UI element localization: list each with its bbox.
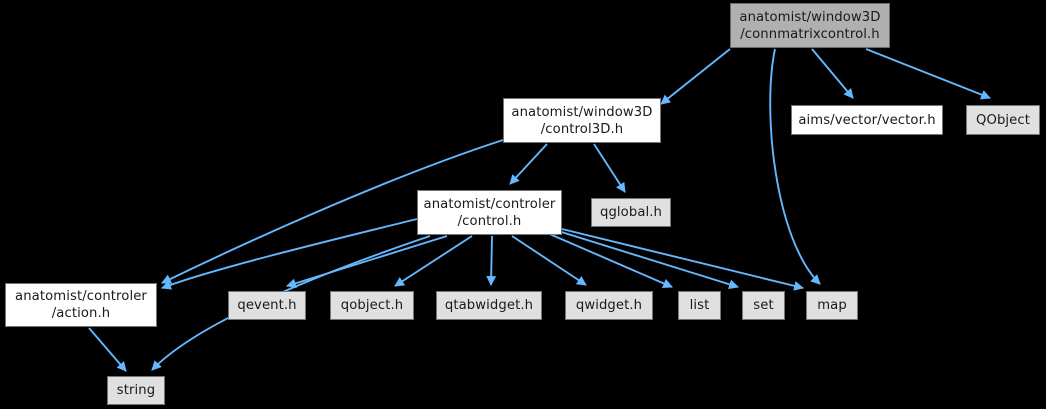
node-label-line1: QObject: [975, 112, 1031, 128]
node-label-line1: anatomist/window3D: [511, 104, 653, 120]
node-label-line1: map: [817, 298, 847, 313]
node-control3D[interactable]: anatomist/window3D/control3D.h: [503, 98, 661, 143]
node-label-line2: /connmatrixcontrol.h: [740, 26, 880, 42]
edge-control-to-action: [161, 218, 418, 290]
node-label-line1: anatomist/controler: [423, 196, 556, 212]
node-qobject_h[interactable]: qobject.h: [330, 291, 414, 320]
node-label-line1: set: [753, 298, 774, 313]
edge-control-to-qevent: [286, 235, 448, 289]
node-list[interactable]: list: [678, 291, 721, 320]
node-label-line2: /control.h: [457, 213, 522, 229]
edge-connmatrixcontrol-to-aimsvector: [811, 48, 854, 99]
edge-action-to-string: [88, 327, 127, 372]
edge-control3D-to-action: [161, 139, 504, 284]
node-label-line2: /control3D.h: [540, 121, 624, 137]
node-qwidget[interactable]: qwidget.h: [565, 291, 653, 320]
node-label-line1: list: [689, 298, 710, 313]
node-label-line1: qobject.h: [340, 298, 404, 313]
node-connmatrixcontrol[interactable]: anatomist/window3D/connmatrixcontrol.h: [730, 3, 890, 48]
node-qobject_class[interactable]: QObject: [966, 105, 1040, 135]
node-label-line1: qwidget.h: [575, 298, 643, 313]
edge-control3D-to-control: [509, 143, 548, 185]
edge-control-to-map: [561, 228, 804, 291]
edge-connmatrixcontrol-to-qobject_class: [865, 48, 991, 100]
node-map[interactable]: map: [806, 291, 858, 320]
node-set[interactable]: set: [742, 291, 785, 320]
node-action[interactable]: anatomist/controler/action.h: [5, 283, 157, 327]
node-label-line1: aims/vector/vector.h: [798, 112, 936, 128]
edge-control-to-qwidget: [511, 235, 587, 286]
node-label-line2: /action.h: [51, 306, 111, 321]
edge-control-to-list: [544, 231, 673, 288]
node-aimsvector[interactable]: aims/vector/vector.h: [791, 105, 943, 135]
node-label-line1: string: [116, 383, 156, 398]
node-label-line1: qtabwidget.h: [444, 298, 534, 313]
node-qevent[interactable]: qevent.h: [228, 291, 306, 320]
edge-control-to-qtabwidget: [486, 235, 497, 286]
edge-connmatrixcontrol-to-map: [769, 48, 821, 285]
node-label-line1: anatomist/window3D: [739, 9, 881, 25]
node-qtabwidget[interactable]: qtabwidget.h: [436, 291, 542, 320]
edge-connmatrixcontrol-to-control3D: [660, 48, 731, 105]
node-label-line1: qevent.h: [237, 298, 297, 313]
node-label-line1: qglobal.h: [599, 205, 663, 220]
edge-control-to-set: [554, 229, 739, 290]
node-control[interactable]: anatomist/controler/control.h: [417, 190, 562, 235]
node-string[interactable]: string: [107, 376, 165, 405]
edge-control-to-qobject_h: [394, 235, 473, 287]
node-label-line1: anatomist/controler: [15, 289, 147, 304]
edge-control3D-to-qglobal: [593, 143, 626, 193]
node-qglobal[interactable]: qglobal.h: [591, 198, 671, 227]
